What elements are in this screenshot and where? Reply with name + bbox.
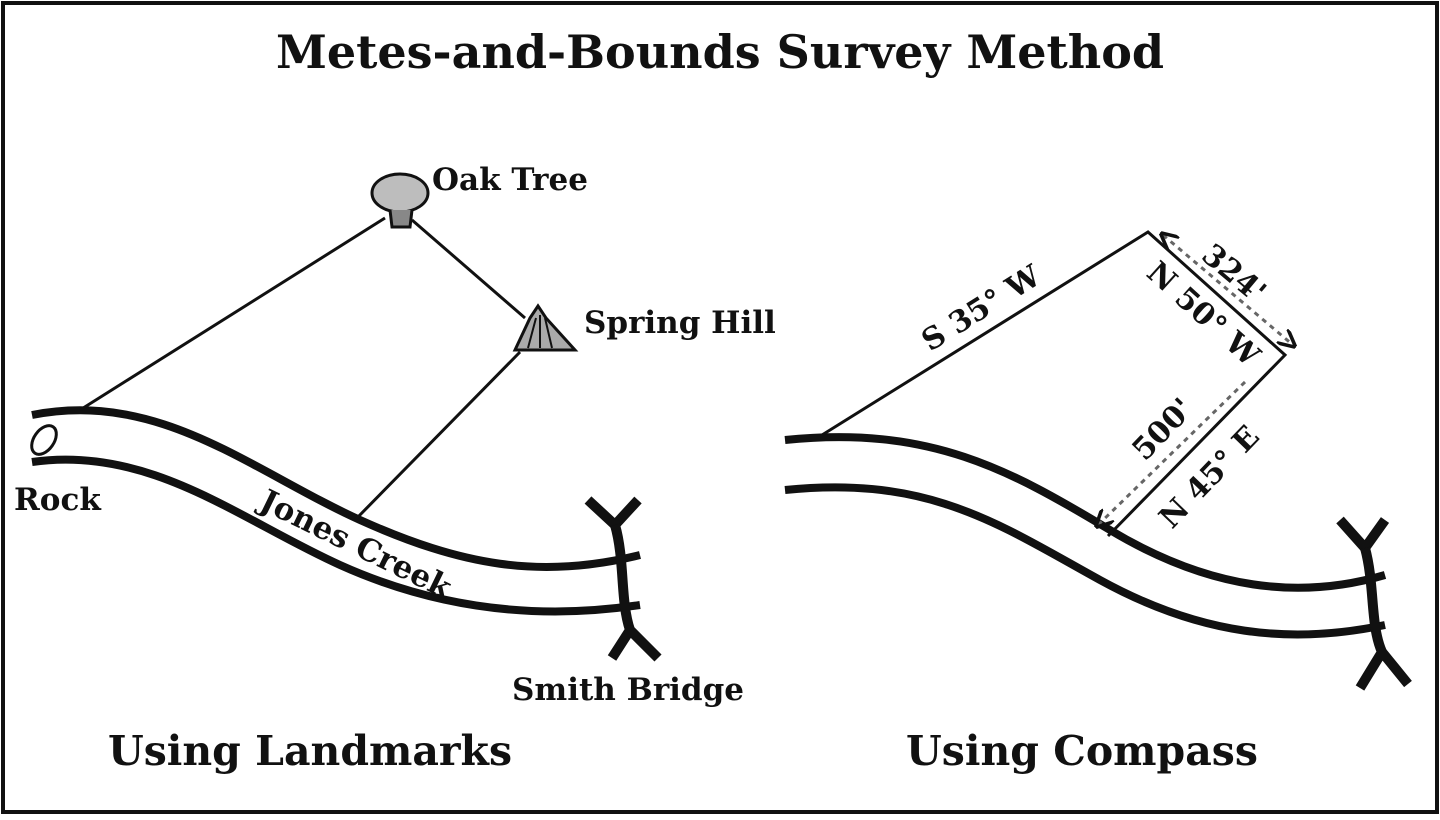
- hill-icon: [512, 303, 579, 352]
- rock-label: Rock: [14, 482, 102, 518]
- boundary-oak-hill: [411, 218, 526, 320]
- creek-bank-upper: [31, 406, 641, 572]
- distance-500: 500': [1126, 392, 1201, 468]
- landmarks-panel: Oak Tree Spring Hill Rock Jones Creek Sm…: [14, 162, 776, 775]
- distance-arrow-324: [1163, 235, 1293, 345]
- bridge-label: Smith Bridge: [512, 672, 744, 708]
- compass-caption: Using Compass: [906, 727, 1258, 775]
- compass-bridge-icon: [1336, 516, 1412, 691]
- distance-arrow-500: [1098, 380, 1247, 525]
- rock-icon: [30, 424, 58, 456]
- spring-hill-label: Spring Hill: [584, 305, 776, 341]
- landmarks-caption: Using Landmarks: [108, 727, 512, 775]
- compass-creek-bank-upper: [784, 433, 1387, 592]
- diagram-title: Metes-and-Bounds Survey Method: [276, 25, 1164, 79]
- compass-creek-bank-lower: [784, 483, 1386, 639]
- compass-panel: S 35° W N 50° W N 45° E 324' 500' Using …: [784, 232, 1412, 775]
- bearing-s35w: S 35° W: [916, 258, 1048, 359]
- oak-tree-label: Oak Tree: [432, 162, 588, 198]
- creek-bank-lower: [31, 455, 641, 616]
- boundary-rock-oak: [79, 216, 386, 412]
- oak-tree-icon: [370, 172, 430, 229]
- boundary-hill-creek: [353, 350, 522, 522]
- bridge-icon: [584, 496, 662, 662]
